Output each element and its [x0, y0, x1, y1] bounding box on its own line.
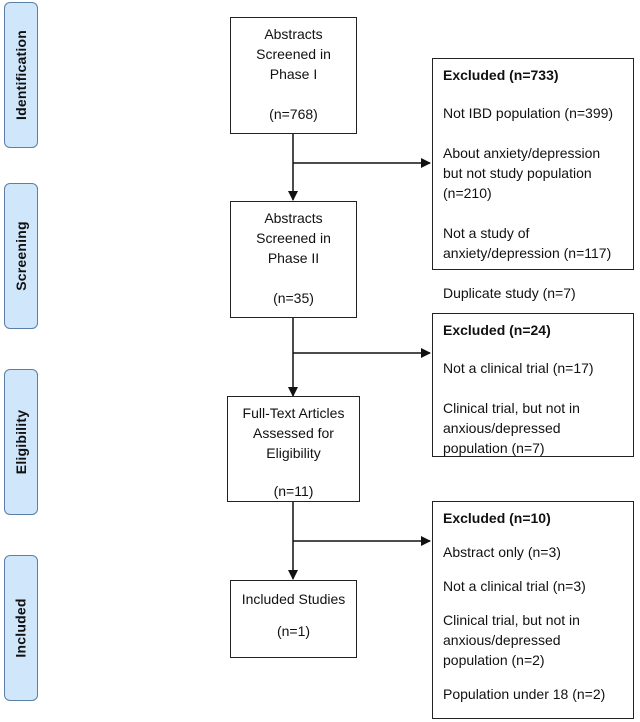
- fulltext-box: Full-Text Articles Assessed for Eligibil…: [227, 396, 360, 502]
- excluded-2-header: Excluded (n=24): [443, 322, 551, 338]
- excluded-1-item: Not IBD population (n=399): [443, 105, 614, 121]
- excluded-1-item: Duplicate study (n=7): [443, 285, 576, 301]
- excluded-1-header: Excluded (n=733): [443, 67, 559, 83]
- phase1-line3: Phase I: [269, 66, 318, 82]
- excluded-box-1: Excluded (n=733) Not IBD population (n=3…: [432, 58, 634, 301]
- excluded-2-item: Not a clinical trial (n=17): [443, 360, 594, 376]
- phase1-line1: Abstracts: [264, 26, 323, 42]
- phase-identification: Identification: [4, 2, 38, 148]
- phase-included-label: Included: [13, 598, 30, 658]
- excluded-3-item: Clinical trial, but not in anxious/depre…: [443, 612, 580, 668]
- excluded-3-header: Excluded (n=10): [443, 510, 551, 526]
- phase1-count: (n=768): [269, 106, 318, 122]
- phase-screening-label: Screening: [13, 221, 29, 291]
- phase2-line2: Screened in: [256, 230, 331, 246]
- excluded-box-3: Excluded (n=10) Abstract only (n=3) Not …: [432, 501, 634, 719]
- phase2-box: Abstracts Screened in Phase II (n=35): [230, 201, 357, 318]
- phase1-box: Abstracts Screened in Phase I (n=768): [230, 17, 357, 134]
- included-line1: Included Studies: [241, 591, 346, 607]
- phase1-line2: Screened in: [256, 46, 331, 62]
- fulltext-line3: Eligibility: [266, 445, 321, 461]
- included-box: Included Studies (n=1): [230, 580, 357, 658]
- excluded-box-2: Excluded (n=24) Not a clinical trial (n=…: [432, 313, 634, 457]
- excluded-3-item: Not a clinical trial (n=3): [443, 578, 586, 594]
- phase2-line1: Abstracts: [264, 210, 323, 226]
- excluded-3-item: Population under 18 (n=2): [443, 686, 606, 702]
- phase-screening: Screening: [4, 183, 38, 329]
- included-count: (n=1): [276, 623, 311, 639]
- fulltext-line1: Full-Text Articles: [242, 405, 345, 421]
- excluded-3-item: Abstract only (n=3): [443, 544, 561, 560]
- fulltext-count: (n=11): [273, 483, 314, 499]
- excluded-2-item: Clinical trial, but not in anxious/depre…: [443, 400, 580, 456]
- excluded-1-item: Not a study of anxiety/depression (n=117…: [443, 225, 612, 261]
- phase2-line3: Phase II: [267, 250, 320, 266]
- phase-included: Included: [4, 555, 38, 701]
- fulltext-line2: Assessed for: [253, 425, 334, 441]
- phase2-count: (n=35): [273, 290, 314, 306]
- phase-eligibility-label: Eligibility: [13, 409, 29, 475]
- phase-identification-label: Identification: [13, 30, 30, 120]
- excluded-1-item: About anxiety/depression but not study p…: [443, 145, 601, 201]
- phase-eligibility: Eligibility: [4, 369, 38, 515]
